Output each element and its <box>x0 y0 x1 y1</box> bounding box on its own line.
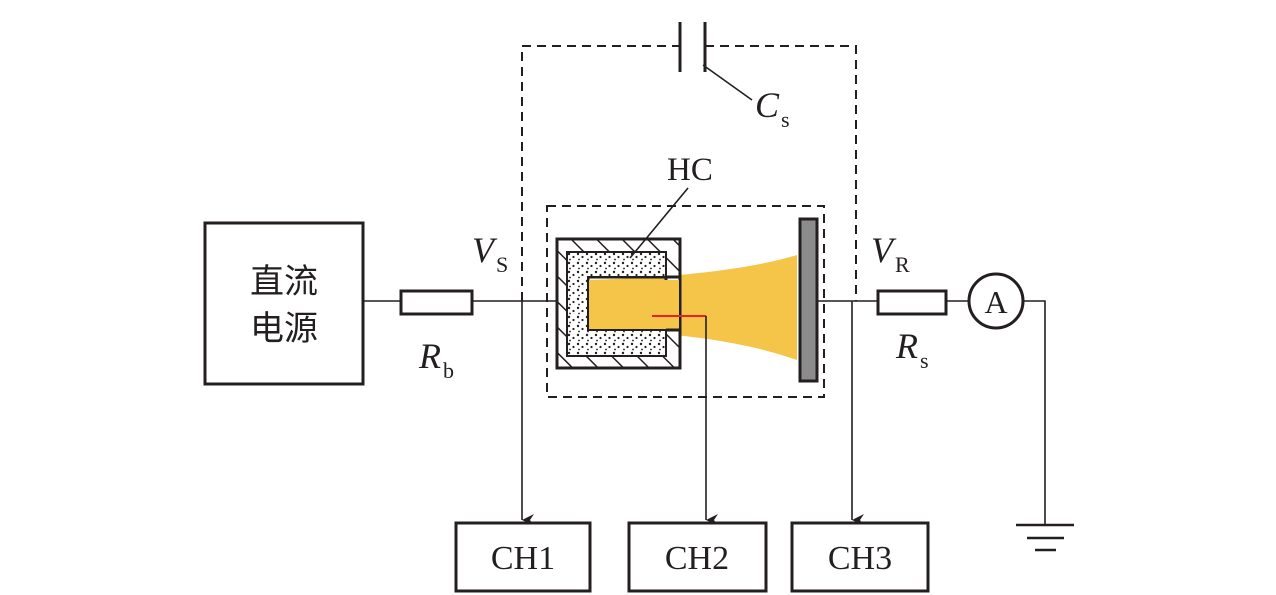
ammeter-label: A <box>984 284 1007 320</box>
emitter-insert <box>566 251 667 357</box>
rs-label: Rs <box>895 326 929 373</box>
ch1-box <box>454 521 592 593</box>
anode-plate <box>798 217 819 383</box>
ch2-label: CH2 <box>665 540 729 577</box>
vs-label: VS <box>472 230 508 277</box>
ch1-label: CH1 <box>491 540 555 577</box>
stray-capacitance-loop-right <box>705 45 857 301</box>
ch3-label: CH3 <box>828 540 892 577</box>
cs-label: Cs <box>755 85 790 132</box>
ch3-box <box>790 521 930 593</box>
hc-leader-line <box>629 187 689 259</box>
wire-ammeter-to-ground <box>1023 300 1046 524</box>
cavity-plasma <box>589 280 679 329</box>
power-supply-label-line2: 电源 <box>250 309 318 349</box>
vr-label: VR <box>871 230 910 277</box>
ch2-box <box>627 521 768 593</box>
resistor-rb <box>399 289 474 316</box>
dc-power-supply-box <box>203 221 365 386</box>
hc-label: HC <box>667 152 713 188</box>
stray-capacitance-loop <box>521 45 680 301</box>
rb-label: Rb <box>418 336 454 383</box>
power-supply-label-line1: 直流 <box>250 262 318 302</box>
vacuum-chamber-boundary <box>546 205 825 398</box>
resistor-rs <box>876 289 948 316</box>
cs-leader-line <box>702 64 753 101</box>
